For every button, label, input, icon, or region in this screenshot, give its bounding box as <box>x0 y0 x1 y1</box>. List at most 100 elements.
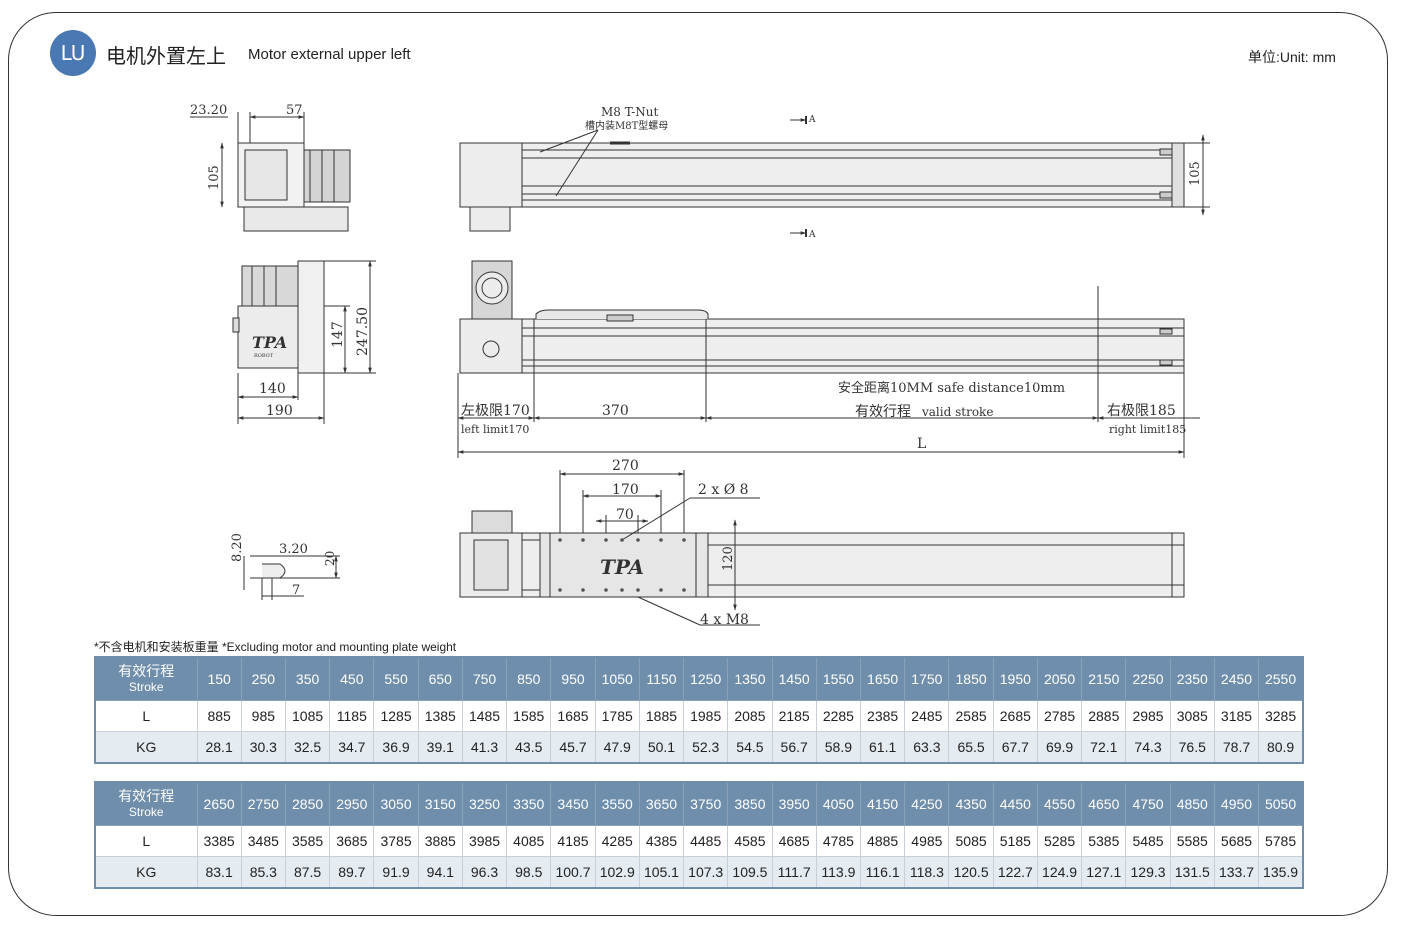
table-cell: 3385 <box>196 825 242 857</box>
table-cell: 58.9 <box>815 731 862 764</box>
table-cell: 4885 <box>860 825 906 857</box>
table-cell: 985 <box>240 700 286 732</box>
table-cell: 83.1 <box>196 856 242 889</box>
table-cell: 50.1 <box>638 731 685 764</box>
table-cell: 94.1 <box>417 856 463 889</box>
table-cell: 650 <box>417 656 463 701</box>
technical-drawing: 23.20 57 105 TPA ROBOT 140 190 147 247.5… <box>190 103 1210 628</box>
table-cell: 1650 <box>860 656 906 701</box>
table-cell: 5685 <box>1213 825 1260 857</box>
dim-3-20: 3.20 <box>279 542 308 557</box>
model-badge: LU <box>50 30 96 76</box>
end-view-side <box>232 260 376 424</box>
table-cell: 4785 <box>815 825 862 857</box>
table-cell: 2085 <box>727 700 773 732</box>
dim-247-50: 247.50 <box>355 307 371 356</box>
table-cell: 1450 <box>771 656 817 701</box>
table-cell: 4950 <box>1213 781 1260 826</box>
table-cell: 74.3 <box>1125 731 1171 764</box>
right-limit-en: right limit185 <box>1109 423 1186 436</box>
table-cell: 2685 <box>992 700 1038 732</box>
top-view <box>459 116 1210 237</box>
table-cell: 3550 <box>594 781 640 826</box>
table-cell: 1385 <box>417 700 463 732</box>
valid-stroke-en: valid stroke <box>921 405 993 419</box>
table-cell: 3585 <box>284 825 331 857</box>
table-cell: 3150 <box>417 781 463 826</box>
table-cell: 1285 <box>373 700 419 732</box>
table-cell: 30.3 <box>240 731 286 764</box>
table-cell: 65.5 <box>948 731 994 764</box>
table-cell: 89.7 <box>329 856 375 889</box>
dim-105-left: 105 <box>207 165 222 190</box>
table-cell: 4485 <box>683 825 729 857</box>
table-cell: 4685 <box>771 825 817 857</box>
table-cell: 3185 <box>1213 700 1260 732</box>
table-cell: 5485 <box>1125 825 1171 857</box>
table-cell: 2350 <box>1169 656 1215 701</box>
table-cell: 113.9 <box>815 856 862 889</box>
table-cell: 1685 <box>550 700 596 732</box>
left-limit-cn: 左极限170 <box>461 403 530 419</box>
row-header-L: L <box>94 825 198 857</box>
table-cell: 4285 <box>594 825 640 857</box>
dim-140: 140 <box>259 381 286 397</box>
table-cell: 3685 <box>329 825 375 857</box>
table-cell: 3850 <box>727 781 773 826</box>
table-cell: 34.7 <box>329 731 375 764</box>
table-cell: 3650 <box>638 781 685 826</box>
tnut-detail <box>243 555 340 600</box>
table-cell: 87.5 <box>284 856 331 889</box>
dim-190: 190 <box>266 403 293 419</box>
dim-170: 170 <box>612 482 639 498</box>
table-cell: 4385 <box>638 825 685 857</box>
table-cell: 2550 <box>1258 656 1304 701</box>
table-cell: 91.9 <box>373 856 419 889</box>
dim-20-nut: 20 <box>323 551 337 566</box>
table-cell: 122.7 <box>992 856 1038 889</box>
dim-370: 370 <box>602 403 629 419</box>
table-cell: 5185 <box>992 825 1038 857</box>
dim-120: 120 <box>721 546 736 571</box>
end-view-top <box>190 112 351 232</box>
table-cell: 5085 <box>948 825 994 857</box>
table-cell: 950 <box>550 656 596 701</box>
table-cell: 43.5 <box>506 731 552 764</box>
table-cell: 1050 <box>594 656 640 701</box>
table-cell: 2650 <box>196 781 242 826</box>
table-cell: 124.9 <box>1036 856 1083 889</box>
table-cell: 1750 <box>904 656 950 701</box>
table-cell: 4150 <box>860 781 906 826</box>
table-cell: 2585 <box>948 700 994 732</box>
table-cell: 1785 <box>594 700 640 732</box>
table-cell: 5785 <box>1258 825 1304 857</box>
table-cell: 4350 <box>948 781 994 826</box>
table-cell: 5585 <box>1169 825 1215 857</box>
title-cn: 电机外置左上 <box>106 44 226 68</box>
table-cell: 3885 <box>417 825 463 857</box>
dim-57: 57 <box>286 103 303 118</box>
table-cell: 2985 <box>1125 700 1171 732</box>
table-cell: 116.1 <box>860 856 906 889</box>
weight-note: *不含电机和安装板重量 *Excluding motor and mountin… <box>94 640 457 654</box>
table-cell: 69.9 <box>1036 731 1083 764</box>
table-cell: 3285 <box>1258 700 1304 732</box>
table-cell: 350 <box>284 656 331 701</box>
table-cell: 39.1 <box>417 731 463 764</box>
table-cell: 72.1 <box>1081 731 1127 764</box>
table-cell: 885 <box>196 700 242 732</box>
table-cell: 1085 <box>284 700 331 732</box>
row-header-KG: KG <box>94 731 198 764</box>
table-cell: 850 <box>506 656 552 701</box>
table-cell: 100.7 <box>550 856 596 889</box>
table-cell: 1885 <box>638 700 685 732</box>
table-cell: 750 <box>461 656 508 701</box>
table-cell: 4585 <box>727 825 773 857</box>
